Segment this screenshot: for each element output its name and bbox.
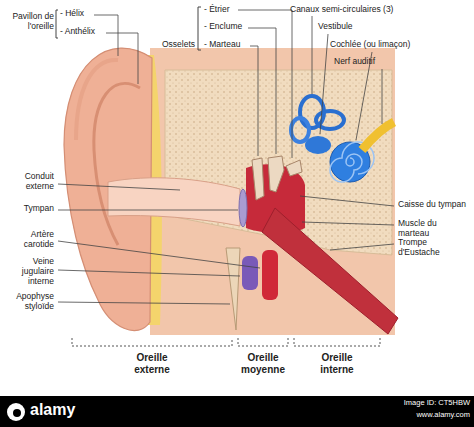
ear-canal [108, 178, 240, 226]
part-label: Muscle du marteau [398, 219, 470, 239]
part-label: Caisse du tympan [398, 200, 470, 210]
eardrum [239, 189, 247, 227]
antihelix [94, 83, 140, 245]
part-label: Apophyse styloïde [4, 292, 54, 312]
part-label: - Étrier [204, 5, 264, 15]
part-label: - Marteau [204, 40, 264, 50]
region-label: Oreille moyenne [233, 352, 293, 375]
watermark-text: Image ID: CT5HBW [360, 399, 470, 408]
part-label: Canaux semi-circulaires (3) [290, 5, 440, 15]
part-label: Pavillon de l'oreille [4, 12, 54, 32]
region-bracket [72, 338, 380, 346]
part-label: Artère carotide [4, 230, 54, 250]
region-label: Oreille externe [122, 352, 182, 375]
part-label: - Anthélix [60, 27, 120, 37]
leader-lines [58, 10, 394, 304]
part-label: Osselets [140, 40, 195, 50]
semicircular-canal [291, 118, 309, 142]
part-label: - Enclume [204, 22, 264, 32]
carotid-artery [262, 250, 278, 300]
part-label: Veine jugulaire interne [4, 257, 54, 286]
part-label: Cochlée (ou limaçon) [330, 40, 450, 50]
region-label: Oreille interne [307, 352, 367, 375]
part-label: - Hélix [60, 9, 120, 19]
jugular-vein [242, 256, 258, 290]
eustachian-tube [262, 208, 398, 334]
part-label: Conduit externe [4, 172, 54, 192]
styloid-process [226, 248, 240, 330]
part-label: Nerf auditif [334, 57, 414, 67]
part-label: Tympan [4, 204, 54, 214]
part-label: Vestibule [318, 22, 398, 32]
incus [268, 156, 284, 192]
watermark-text: www.alamy.com [360, 411, 470, 420]
stapes [286, 160, 302, 176]
vestibule [305, 136, 331, 154]
helix-rim [76, 60, 118, 140]
semicircular-canal [316, 111, 344, 129]
watermark-bar [0, 396, 474, 427]
bracket [56, 10, 58, 38]
malleus [252, 158, 264, 200]
watermark-text: alamy [30, 401, 110, 419]
watermark-logo [13, 409, 21, 417]
watermark-logo [7, 403, 25, 421]
auditory-nerve [362, 122, 394, 150]
part-label: Trompe d'Eustache [398, 238, 470, 258]
bracket [198, 7, 201, 50]
